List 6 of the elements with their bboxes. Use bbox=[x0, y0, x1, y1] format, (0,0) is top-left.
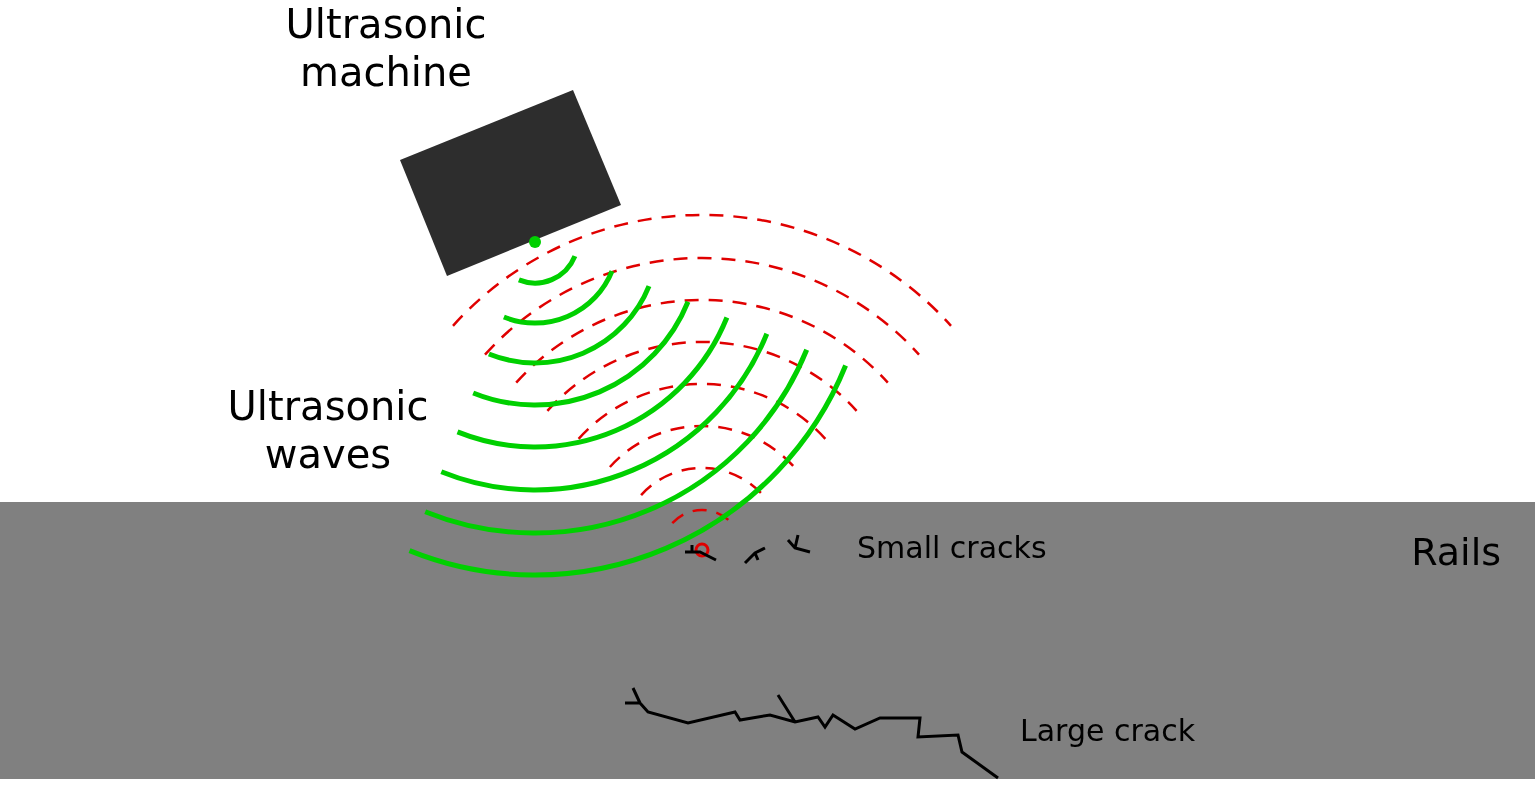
crack-label: Small cracks bbox=[857, 530, 1047, 566]
crack-label: Large crack bbox=[1020, 713, 1196, 749]
wave-label: Ultrasonic waves bbox=[226, 382, 430, 478]
rail-label: Rails bbox=[1411, 530, 1501, 576]
machine-label: Ultrasonic machine bbox=[284, 0, 488, 96]
rail-band bbox=[0, 502, 1535, 779]
